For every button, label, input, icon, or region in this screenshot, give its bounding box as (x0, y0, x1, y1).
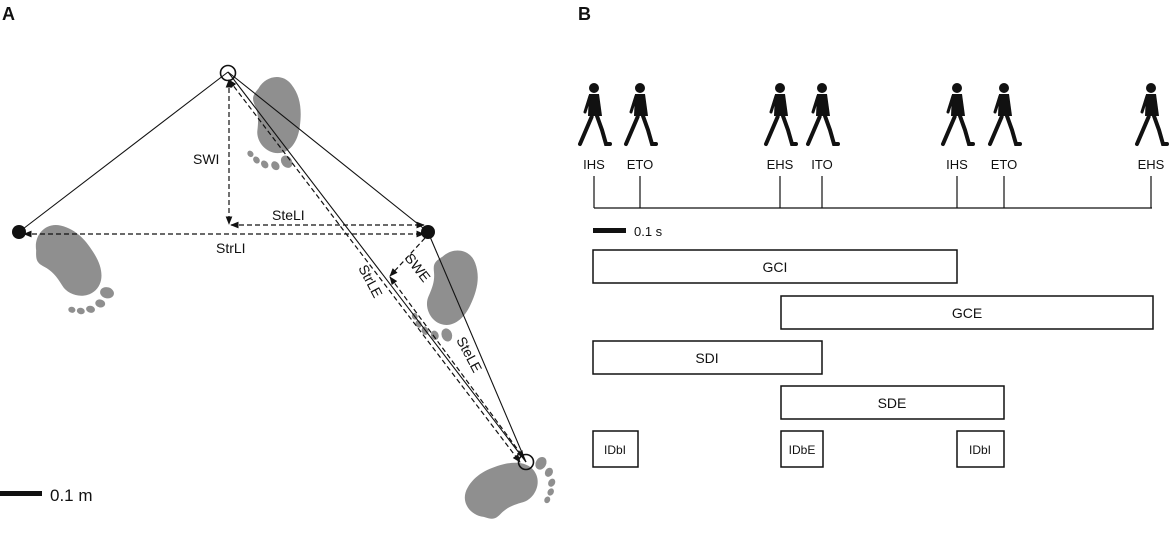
scale-label-b: 0.1 s (634, 224, 663, 239)
walker-eto-2 (988, 81, 1022, 146)
event-label: EHS (767, 157, 794, 172)
scale-label-a: 0.1 m (50, 486, 93, 505)
bar-gci-label: GCI (763, 259, 788, 275)
label-swe: SWE (402, 250, 434, 285)
panel-b-letter: B (578, 4, 591, 24)
bar-gce (780, 295, 1154, 330)
bar-gci (592, 249, 958, 284)
walker-ehs-2 (1135, 81, 1169, 146)
line-right-bottom (427, 231, 527, 463)
panel-a-letter: A (2, 4, 15, 24)
bar-idbi-1-label: IDbI (604, 443, 626, 457)
line-top-bottom (227, 71, 527, 463)
walker-eto-1 (624, 81, 658, 146)
line-top-right (227, 71, 429, 233)
event-timeline (593, 176, 1152, 209)
stele-arrow (389, 276, 525, 459)
marker-top-hollow (219, 64, 237, 82)
bar-idbi-2-label: IDbI (969, 443, 991, 457)
bar-sdi (592, 340, 823, 375)
marker-right-solid (421, 225, 435, 239)
bar-sde-label: SDE (878, 395, 907, 411)
marker-bottom-hollow (517, 453, 535, 471)
bar-sde (780, 385, 1005, 420)
scale-bar-b (593, 228, 626, 233)
bar-idbe-label: IDbE (789, 443, 816, 457)
walker-ehs-1 (764, 81, 798, 146)
bar-idbi-2 (956, 430, 1005, 468)
bar-idbi-1 (592, 430, 639, 468)
label-strle: StrLE (355, 262, 386, 300)
event-label: IHS (946, 157, 968, 172)
bar-gce-label: GCE (952, 305, 982, 321)
walker-ihs-1 (578, 81, 612, 146)
label-steli: SteLI (272, 207, 305, 223)
event-label: ITO (811, 157, 832, 172)
label-swi: SWI (193, 151, 219, 167)
marker-left-solid (12, 225, 26, 239)
walker-ihs-2 (941, 81, 975, 146)
bar-idbe (780, 430, 824, 468)
event-label: EHS (1138, 157, 1165, 172)
walker-ito (806, 81, 840, 146)
event-label: IHS (583, 157, 605, 172)
bar-sdi-label: SDI (695, 350, 718, 366)
footprint-top (218, 69, 332, 184)
line-top-left (18, 71, 229, 233)
scale-bar-a (0, 491, 42, 496)
footprint-bottom (458, 431, 568, 544)
footprint-left (21, 220, 127, 322)
event-label: ETO (991, 157, 1018, 172)
event-label: ETO (627, 157, 654, 172)
label-strli: StrLI (216, 240, 246, 256)
